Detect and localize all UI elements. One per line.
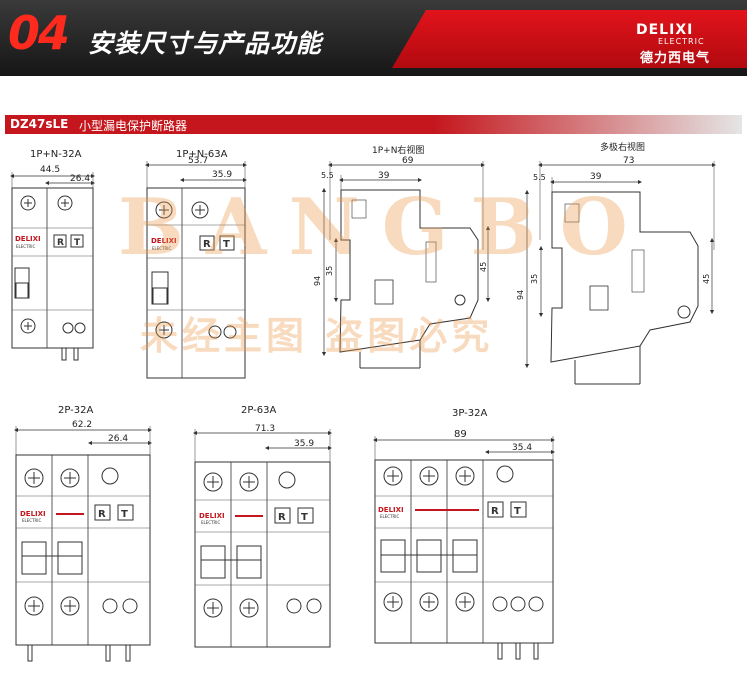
brand-logo: DELIXI ELECTRIC 德力西电气 [636,22,740,66]
drawing-side-1p-n: 1P+N右视图 69 39 5.5 94 35 45 [313,144,491,369]
drawing-title: 2P-63A [241,405,277,416]
drawing-front-1p-n-63a: 1P+N-63A 53.7 35.9 DELIXI ELECTRIC R T [144,149,248,379]
drawing-title: 1P+N-32A [30,149,82,160]
section-header: 04 安装尺寸与产品功能 DELIXI ELECTRIC 德力西电气 [0,0,747,76]
dim-left-offset: 5.5 [533,173,546,182]
drawing-front-2p-32a: 2P-32A 62.2 26.4 DELIXI ELECTRIC [13,405,153,662]
breaker-body: DELIXI ELECTRIC R T [15,454,151,662]
dim-left-offset: 5.5 [321,171,334,180]
breaker-brand: DELIXI [15,235,41,243]
dim-depth: 45 [479,262,488,272]
dim-right: 26.4 [70,174,90,184]
breaker-r-button: R [491,506,499,517]
dim-width: 71.3 [255,424,275,434]
breaker-brand-sub: ELECTRIC [22,518,41,523]
drawing-front-3p-32a: 3P-32A 89 35.4 DELIXI [372,408,556,660]
dim-height: 94 [313,276,322,286]
brand-logo-main: DELIXI [636,22,694,38]
brand-logo-sub: ELECTRIC [658,37,705,46]
breaker-brand-sub: ELECTRIC [152,246,171,251]
drawing-title: 1P+N右视图 [372,144,424,156]
dim-width: 53.7 [188,156,208,166]
breaker-brand: DELIXI [151,237,177,245]
dim-inner: 35 [325,266,334,276]
dim-right: 35.4 [512,443,532,453]
breaker-body: DELIXI ELECTRIC R T [11,187,94,361]
product-name: 小型漏电保护断路器 [79,119,188,133]
drawing-front-2p-63a: 2P-63A 71.3 35.9 DELIXI ELECTRIC [192,405,333,648]
breaker-body: DELIXI ELECTRIC R T [374,459,554,660]
drawing-side-multi: 多极右视图 73 39 5.5 94 35 45 [516,141,717,385]
dim-depth: 45 [702,274,711,284]
breaker-brand: DELIXI [20,510,46,518]
dim-right: 35.9 [212,170,232,180]
breaker-brand-sub: ELECTRIC [380,514,399,519]
breaker-t-button: T [74,238,81,248]
breaker-brand: DELIXI [378,506,404,514]
product-banner: DZ47sLE 小型漏电保护断路器 [5,115,742,134]
drawing-title: 多极右视图 [600,141,645,153]
dim-width: 62.2 [72,420,92,430]
dim-total: 73 [623,156,634,166]
breaker-body: DELIXI ELECTRIC R T [194,461,331,648]
dim-body: 39 [378,171,390,181]
section-number: 04 [8,6,70,60]
breaker-body: DELIXI ELECTRIC R T [146,187,246,379]
brand-logo-cn: 德力西电气 [640,51,711,66]
product-model: DZ47sLE [10,117,69,131]
breaker-brand-sub: ELECTRIC [16,244,35,249]
breaker-r-button: R [57,238,64,248]
drawing-title: 1P+N-63A [176,149,228,160]
breaker-t-button: T [514,506,521,517]
breaker-brand-sub: ELECTRIC [201,520,220,525]
breaker-brand: DELIXI [199,512,225,520]
breaker-t-button: T [223,239,230,250]
drawing-title: 3P-32A [452,408,488,419]
breaker-r-button: R [98,509,106,520]
drawing-title: 2P-32A [58,405,94,416]
breaker-t-button: T [301,512,308,523]
drawing-front-1p-n-32a: 1P+N-32A 44.5 26.4 DELIXI ELECTRIC R T [9,149,96,361]
dim-inner: 35 [530,274,539,284]
dim-right: 35.9 [294,439,314,449]
breaker-t-button: T [121,509,128,520]
header-red-band [392,10,747,68]
dim-height: 94 [516,290,525,300]
dim-total: 69 [402,156,414,166]
dim-width: 89 [454,429,467,440]
dim-right: 26.4 [108,434,128,444]
dim-width: 44.5 [40,165,60,175]
breaker-r-button: R [278,512,286,523]
section-title: 安装尺寸与产品功能 [88,29,323,58]
dim-body: 39 [590,172,602,182]
breaker-r-button: R [203,239,211,250]
